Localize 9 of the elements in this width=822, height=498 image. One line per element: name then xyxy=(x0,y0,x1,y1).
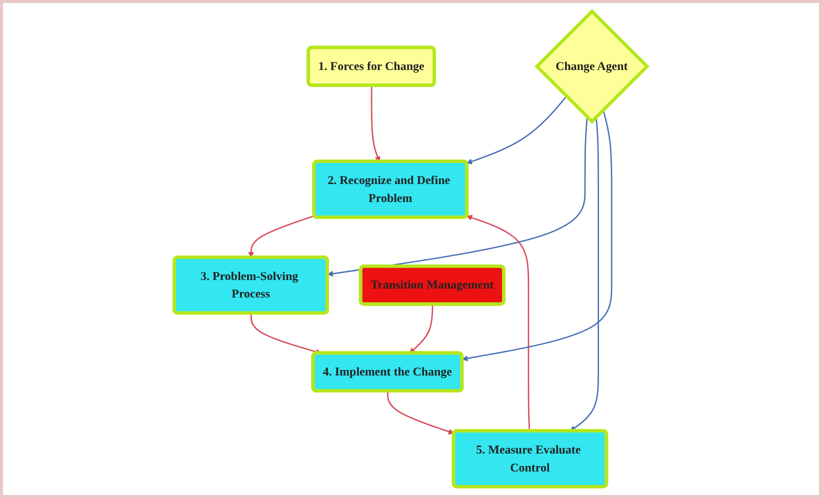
arrow xyxy=(248,215,316,258)
arrow xyxy=(462,110,613,362)
arrow xyxy=(371,86,381,162)
arrow xyxy=(570,116,600,432)
node-diamond: Change Agent xyxy=(534,8,650,124)
arrow xyxy=(387,391,455,434)
arrow xyxy=(466,214,530,432)
arrow xyxy=(328,116,588,277)
arrow xyxy=(466,96,568,164)
